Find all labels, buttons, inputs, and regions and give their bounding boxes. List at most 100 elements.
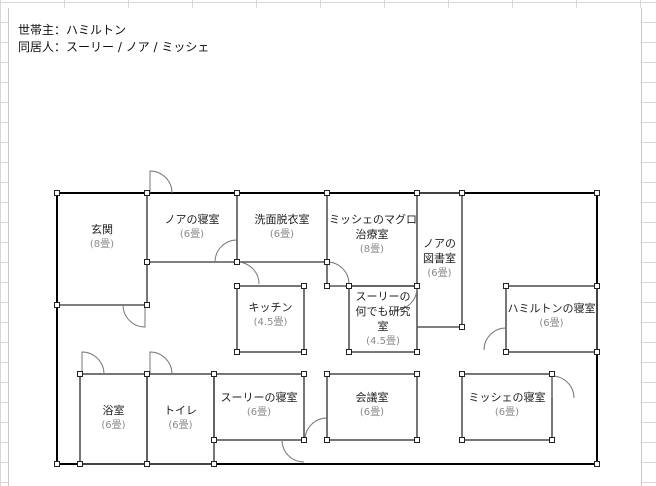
selection-handle[interactable]: [234, 283, 240, 289]
selection-handle[interactable]: [459, 190, 465, 196]
selection-handle[interactable]: [144, 259, 150, 265]
selection-handle[interactable]: [594, 461, 600, 467]
selection-handle[interactable]: [54, 302, 60, 308]
room-toilet: トイレ (6畳): [147, 403, 214, 433]
room-suri-lab-size: (4.5畳): [366, 336, 400, 347]
selection-handle[interactable]: [503, 349, 509, 355]
selection-handle[interactable]: [301, 349, 307, 355]
selection-handle[interactable]: [346, 349, 352, 355]
room-bath-size: (6畳): [101, 420, 126, 431]
selection-handle[interactable]: [459, 371, 465, 377]
door-noa-bedroom: [149, 170, 173, 194]
room-washroom-name: 洗面脱衣室: [254, 213, 310, 226]
door-research-room: [394, 287, 418, 311]
selection-handle[interactable]: [144, 461, 150, 467]
drawing-canvas: [8, 8, 642, 486]
room-bath-name: 浴室: [102, 404, 125, 417]
room-misshe-bedroom-size: (6畳): [494, 407, 520, 418]
room-hamilton-bedroom-name: ハミルトンの寝室: [507, 302, 596, 315]
selection-handle[interactable]: [594, 349, 600, 355]
door-entrance: [122, 304, 146, 328]
selection-handle[interactable]: [211, 461, 217, 467]
door-meeting-room: [304, 417, 328, 441]
selection-handle[interactable]: [144, 190, 150, 196]
room-meeting-size: (6畳): [359, 407, 385, 418]
room-kitchen: キッチン (4.5畳): [238, 300, 303, 330]
room-washroom-size: (6畳): [269, 229, 295, 240]
room-noa-bedroom-name: ノアの寝室: [164, 213, 220, 226]
selection-handle[interactable]: [324, 259, 330, 265]
selection-handle[interactable]: [414, 437, 420, 443]
selection-handle[interactable]: [324, 190, 330, 196]
selection-handle[interactable]: [324, 283, 330, 289]
room-noa-bedroom-size: (6畳): [179, 229, 205, 240]
room-meeting: 会議室 (6畳): [327, 390, 417, 420]
room-kitchen-name: キッチン: [248, 301, 293, 314]
selection-handle[interactable]: [54, 190, 60, 196]
room-noa-library-name2: 図書室: [423, 252, 456, 265]
selection-handle[interactable]: [414, 349, 420, 355]
selection-handle[interactable]: [324, 371, 330, 377]
selection-handle[interactable]: [414, 371, 420, 377]
door-toilet: [149, 351, 173, 375]
room-suri-lab-name: スーリーの: [355, 290, 411, 303]
selection-handle[interactable]: [301, 437, 307, 443]
room-hamilton-bedroom: ハミルトンの寝室 (6畳): [506, 301, 597, 331]
room-entrance-size: (8畳): [89, 239, 115, 250]
selection-handle[interactable]: [459, 437, 465, 443]
selection-handle[interactable]: [324, 437, 330, 443]
selection-handle[interactable]: [503, 283, 509, 289]
selection-handle[interactable]: [459, 324, 465, 330]
selection-handle[interactable]: [234, 190, 240, 196]
selection-handle[interactable]: [549, 437, 555, 443]
room-bath: 浴室 (6畳): [80, 403, 147, 433]
selection-handle[interactable]: [234, 259, 240, 265]
selection-handle[interactable]: [234, 349, 240, 355]
room-suri-lab: スーリーの 何でも研究 室 (4.5畳): [346, 289, 420, 349]
selection-handle[interactable]: [144, 302, 150, 308]
wall-meeting-room: [326, 373, 418, 441]
selection-handle[interactable]: [77, 371, 83, 377]
room-suri-bedroom-name: スーリーの寝室: [220, 391, 298, 404]
room-suri-lab-name3: 室: [377, 320, 389, 333]
selection-handle[interactable]: [594, 190, 600, 196]
selection-handle[interactable]: [594, 283, 600, 289]
room-tuna-treatment-name: ミッシェのマグロ: [329, 213, 417, 226]
selection-handle[interactable]: [414, 283, 420, 289]
room-tuna-treatment: ミッシェのマグロ 治療室 (8畳): [329, 212, 417, 257]
room-suri-bedroom-size: (6畳): [246, 407, 272, 418]
door-washroom: [214, 239, 238, 263]
selection-handle[interactable]: [301, 371, 307, 377]
door-misshe-bedroom: [551, 375, 575, 399]
wall-kitchen: [236, 285, 305, 353]
door-kitchen: [236, 261, 260, 285]
household-head-label: 世帯主：ハミルトン: [18, 23, 127, 37]
room-toilet-size: (6畳): [168, 420, 193, 431]
room-noa-library-size: (6畳): [427, 268, 452, 279]
wall-library: [417, 192, 463, 328]
selection-handle[interactable]: [549, 371, 555, 377]
door-tuna-room: [326, 261, 350, 285]
residents-label: 同居人：スーリー / ノア / ミッシェ: [18, 40, 210, 54]
room-suri-lab-name2: 何でも研究: [355, 305, 411, 318]
wall-hamilton-bedroom: [505, 285, 598, 353]
room-meeting-name: 会議室: [355, 391, 389, 404]
selection-handle[interactable]: [77, 461, 83, 467]
wall-entrance: [57, 262, 148, 306]
selection-handle[interactable]: [144, 371, 150, 377]
selection-handle[interactable]: [54, 461, 60, 467]
wall-misshe-bedroom: [461, 373, 553, 441]
selection-handle[interactable]: [211, 371, 217, 377]
room-entrance: 玄関 (8畳): [72, 222, 132, 252]
selection-handle[interactable]: [301, 283, 307, 289]
room-misshe-bedroom: ミッシェの寝室 (6畳): [462, 390, 552, 420]
selection-handle[interactable]: [414, 190, 420, 196]
room-noa-library-name: ノアの: [423, 237, 456, 250]
room-misshe-bedroom-name: ミッシェの寝室: [468, 391, 546, 404]
door-bath: [81, 351, 105, 375]
room-washroom: 洗面脱衣室 (6畳): [240, 212, 324, 242]
selection-handle[interactable]: [211, 437, 217, 443]
room-tuna-treatment-size: (8畳): [359, 244, 385, 255]
selection-handle[interactable]: [346, 283, 352, 289]
